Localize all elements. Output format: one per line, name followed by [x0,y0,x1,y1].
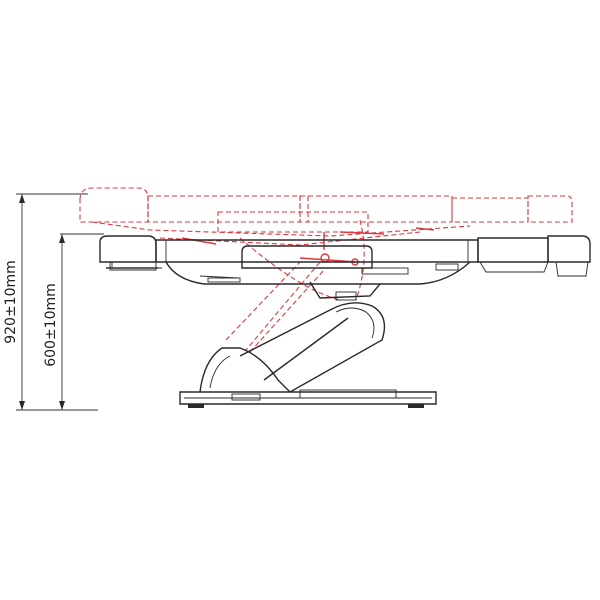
max-height-dimension-label: 920±10mm [3,260,19,344]
lowered-position-outline [99,235,591,408]
min-height-dimension-label: 600±10mm [43,283,59,367]
dimension-lines [16,193,104,411]
